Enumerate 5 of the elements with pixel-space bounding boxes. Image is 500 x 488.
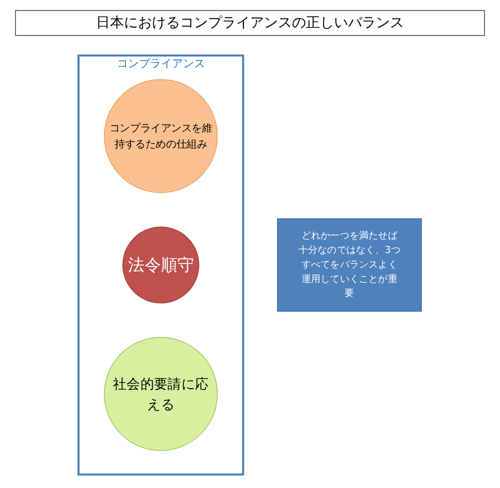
node-circle: 法令順守 [122, 226, 200, 304]
node-circle: 社会的要請に応える [104, 337, 218, 451]
title-box: 日本におけるコンプライアンスの正しいバランス [15, 10, 485, 36]
node-circle: コンプライアンスを維持するための仕組み [104, 79, 218, 193]
node-box: どれか一つを満たせば十分なのではなく、3つすべてをバランスよく運用していくことが重要 [277, 218, 422, 312]
